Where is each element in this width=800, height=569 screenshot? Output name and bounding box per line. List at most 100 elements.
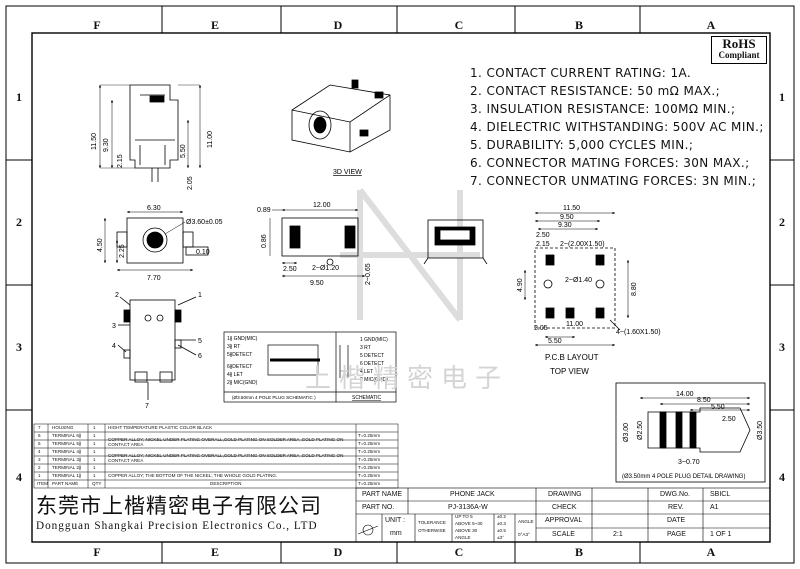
dim-front-630: 6.30 [147, 205, 161, 212]
bom-row-3-desc: COPPER ALLOY; NICKEL UNDER PLATING OVERA… [108, 437, 344, 447]
spec-line-3: 3. INSULATION RESISTANCE: 100MΩ MIN.; [470, 102, 736, 116]
bom-header-part: PART NAME [52, 481, 79, 486]
bom-row-4-qty: 1 [93, 449, 96, 454]
bom-row-5-part: TERMINAL 3∦ [52, 457, 82, 462]
tb-tolerance-label2: OTHERWISE [418, 528, 446, 533]
bom-header-desc: DESCRIPTION [210, 481, 242, 486]
bom-row-7-qty: 1 [93, 473, 96, 478]
view-3d [291, 79, 391, 153]
tb-part-no-label: PART NO. [362, 504, 395, 511]
dim-top-250: 2.50 [283, 266, 297, 273]
pcb-layout-label: P.C.B LAYOUT [545, 353, 599, 362]
schem-left-1: 1∦ GND(MIC) [227, 336, 258, 342]
watermark-logo [340, 188, 480, 322]
pin-label-6: 6 [198, 353, 202, 360]
view-3d-label: 3D VIEW [333, 169, 362, 176]
tb-date-label: DATE [667, 517, 686, 524]
zone-col-e-bottom: E [210, 545, 219, 559]
zone-col-c-top: C [454, 18, 464, 32]
bom-row-4-part: TERMINAL 4∦ [52, 449, 82, 454]
bom-row-6-t: T=0.25mm [358, 465, 381, 470]
bom-row-1-desc: HIGHT TEMPERATURE PLASTIC COLOR BLACK [108, 425, 213, 430]
tb-tol-val-2: ±0.3 [497, 521, 506, 526]
spec-line-4: 4. DIELECTRIC WITHSTANDING: 500V AC MIN.… [470, 120, 764, 134]
dim-side-total: 11.50 [91, 133, 98, 150]
bom-row-1-qty: 1 [93, 425, 96, 430]
schem-right-2: 3 RT [360, 345, 371, 351]
pin-label-5: 5 [198, 338, 202, 345]
zone-col-a-bottom: A [706, 545, 716, 559]
zone-row-4-left: 4 [16, 470, 22, 484]
dim-pcb-205: 2.05 [534, 325, 548, 332]
dim-front-225: 2.25 [119, 244, 126, 258]
tb-page-label: PAGE [667, 531, 686, 538]
dim-plug-d250: Ø2.50 [637, 421, 644, 440]
rohs-badge: RoHS Compliant [711, 36, 767, 64]
bom-row-5-t: T=0.25mm [358, 457, 381, 462]
dim-top-1200: 12.00 [313, 202, 331, 209]
bom-row-2-part: TERMINAL 6∦ [52, 433, 82, 438]
spec-line-1: 1. CONTACT CURRENT RATING: 1A. [470, 66, 692, 80]
front-detail [423, 219, 488, 265]
schem-left-3: 5∦DETECT [227, 352, 252, 358]
zone-col-b-top: B [574, 18, 583, 32]
dim-plug-550: 5.50 [711, 404, 725, 411]
bom-row-1-item: 7 [38, 425, 41, 430]
spec-line-2: 2. CONTACT RESISTANCE: 50 mΩ MAX.; [470, 84, 721, 98]
pin-label-4: 4 [112, 343, 116, 350]
zone-col-c-bottom: C [454, 545, 464, 559]
bom-row-2-item: 6 [38, 433, 41, 438]
bom-row-1-part: HOUSING [52, 425, 74, 430]
tb-part-name: PHONE JACK [450, 491, 495, 498]
front-view [103, 210, 209, 272]
dim-plug-1400: 14.00 [676, 391, 694, 398]
pin-label-3: 3 [112, 323, 116, 330]
dim-pcb-hole: 2~Ø1.40 [565, 277, 592, 284]
rohs-subtitle: Compliant [718, 50, 760, 60]
zone-col-b-bottom: B [574, 545, 583, 559]
dim-pcb-950: 9.50 [560, 214, 574, 221]
tb-tol-val-3: ±0.5 [497, 528, 506, 533]
bom-row-5-desc: COPPER ALLOY; NICKEL UNDER PLATING OVERA… [108, 453, 344, 463]
dim-pcb-550: 5.50 [548, 338, 562, 345]
tb-approval-label: APPROVAL [545, 517, 583, 524]
dim-side-205: 2.05 [187, 176, 194, 190]
rohs-title: RoHS [722, 36, 756, 51]
dim-top-065: 2~0.65 [365, 263, 372, 285]
schem-left-2: 3∦ RT [227, 344, 240, 350]
dim-side-body: 9.30 [103, 138, 110, 152]
zone-col-e-top: E [210, 18, 219, 32]
bom-header-qty: QTY [92, 481, 102, 486]
dim-top-089: 0.89 [257, 207, 271, 214]
dim-front-hole: Ø3.60±0.05 [186, 219, 223, 226]
dim-plug-850: 8.50 [697, 397, 711, 404]
tb-drawing-label: DRAWING [548, 491, 582, 498]
zone-col-d-bottom: D [333, 545, 343, 559]
dim-pcb-1100: 11.00 [566, 321, 583, 328]
dim-pcb-1150: 11.50 [563, 205, 580, 212]
dim-pcb-250: 2.50 [536, 232, 550, 239]
bom-row-2-t: T=0.25mm [358, 433, 381, 438]
pin-view [117, 296, 197, 400]
bom-row-6-part: TERMINAL 2∦ [52, 465, 82, 470]
dim-plug-250: 2.50 [722, 416, 736, 423]
tb-tol-row-4: ANGLE [455, 535, 471, 540]
zone-col-f-bottom: F [93, 545, 101, 559]
zone-row-2-left: 2 [16, 215, 22, 229]
side-view [98, 84, 202, 182]
dim-top-950: 9.50 [310, 280, 324, 287]
dim-side-215: 2.15 [117, 154, 124, 168]
schem-right-1: 1 GND(MIC) [360, 337, 388, 343]
tb-tol-row-2: ABOVE 5~30 [455, 521, 483, 526]
dim-pcb-880: 8.80 [631, 282, 638, 296]
bom-row-7-item: 1 [38, 473, 41, 478]
zone-row-4-right: 4 [779, 470, 785, 484]
bom-header-item: ITEM [37, 481, 48, 486]
tb-scale-label: SCALE [552, 531, 575, 538]
tb-tol-row-1: UP TO 5 [455, 514, 473, 519]
zone-row-3-left: 3 [16, 340, 22, 354]
bom-row-3-part: TERMINAL 5∦ [52, 441, 82, 446]
tb-scale: 2:1 [613, 531, 623, 538]
tb-tolerance-label: TOLERANCE [418, 520, 446, 525]
